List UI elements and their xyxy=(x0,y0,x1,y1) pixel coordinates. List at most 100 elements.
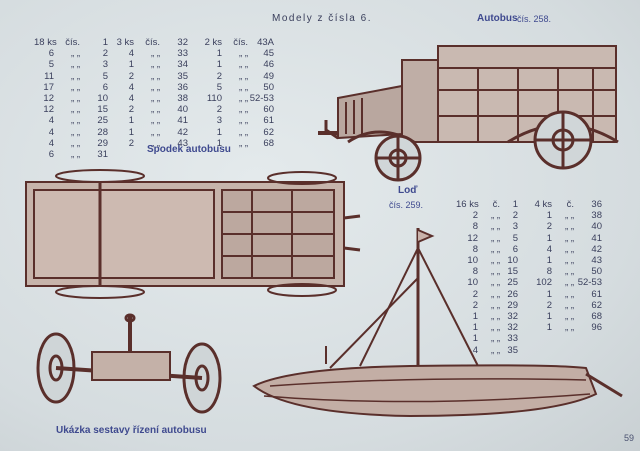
table-cell: 8 xyxy=(546,266,552,278)
table-cell: 36 xyxy=(177,81,188,93)
table-cell: 10 xyxy=(467,255,478,267)
table-cell: 33 xyxy=(507,333,518,345)
ditto-mark: „ „ xyxy=(565,221,574,233)
table-cell: 32 xyxy=(507,322,518,334)
table-cell: 4 ks xyxy=(534,199,552,210)
table-cell: 25 xyxy=(97,115,108,127)
ditto-mark: „ „ xyxy=(491,221,500,233)
ditto-mark: „ „ xyxy=(491,243,500,255)
table-cell: čís. xyxy=(65,37,80,48)
table-cell: 4 xyxy=(472,344,478,356)
table-cell: 46 xyxy=(263,59,274,71)
table-cell: 32 xyxy=(177,37,188,48)
steering-illustration xyxy=(36,313,222,414)
table-cell: 60 xyxy=(263,104,274,116)
table-cell xyxy=(248,149,274,160)
table-cell: 29 xyxy=(507,299,518,311)
ditto-mark: „ „ xyxy=(491,344,500,356)
table-cell: 2 xyxy=(546,221,552,233)
table-cell: 38 xyxy=(591,210,602,222)
table-cell: 25 xyxy=(507,277,518,289)
ditto-mark: „ „ xyxy=(239,70,248,82)
table-cell: 4 xyxy=(48,115,54,127)
bus-illustration xyxy=(318,45,619,182)
ditto-mark: „ „ xyxy=(565,299,574,311)
ditto-mark: „ „ xyxy=(151,81,160,93)
table-cell: 68 xyxy=(591,311,602,323)
table-cell: 4 xyxy=(546,243,552,255)
table-cell: 1 xyxy=(546,311,552,323)
ditto-mark: „ „ xyxy=(565,277,574,289)
table-cell: 52-53 xyxy=(577,277,602,289)
table-cell: 1 xyxy=(128,126,134,138)
ditto-mark: „ „ xyxy=(151,126,160,138)
table-cell: 2 xyxy=(102,48,108,60)
ditto-mark: „ „ xyxy=(491,299,500,311)
table-cell: 8 xyxy=(472,266,478,278)
chassis-illustration xyxy=(25,169,361,299)
ditto-mark: „ „ xyxy=(71,70,80,82)
table-cell: 1 xyxy=(216,126,222,138)
table-cell: 2 xyxy=(216,70,222,82)
table-cell: 1 xyxy=(128,115,134,127)
table-cell: 61 xyxy=(591,288,602,300)
table-cell: 96 xyxy=(591,322,602,334)
table-cell: 10 xyxy=(507,255,518,267)
autobus-number: čís. 258. xyxy=(517,14,552,24)
table-cell: 31 xyxy=(97,149,108,161)
table-cell: 2 xyxy=(472,299,478,311)
table-row: 1„ „33 xyxy=(456,333,602,344)
table-cell: 1 xyxy=(216,137,222,149)
table-cell: 42 xyxy=(591,243,602,255)
table-cell: 6 xyxy=(48,48,54,60)
table-cell: 2 xyxy=(512,210,518,222)
table-cell: 41 xyxy=(591,232,602,244)
ditto-mark: „ „ xyxy=(71,59,80,71)
ditto-mark: „ „ xyxy=(565,243,574,255)
table-cell: 41 xyxy=(177,115,188,127)
ukazka-label: Ukázka sestavy řízení autobusu xyxy=(56,425,207,436)
table-cell: 1 xyxy=(216,59,222,71)
ditto-mark: „ „ xyxy=(71,93,80,105)
table-cell: 1 xyxy=(546,322,552,334)
table-cell: 17 xyxy=(43,81,54,93)
ditto-mark: „ „ xyxy=(151,115,160,127)
table-cell: 33 xyxy=(177,48,188,60)
ditto-mark: „ „ xyxy=(491,322,500,334)
ditto-mark: „ „ xyxy=(239,115,248,127)
ditto-mark: „ „ xyxy=(239,59,248,71)
table-cell: 15 xyxy=(507,266,518,278)
table-cell: 5 xyxy=(216,81,222,93)
ditto-mark: „ „ xyxy=(239,126,248,138)
table-cell: 3 xyxy=(102,59,108,71)
lod-number: čís. 259. xyxy=(389,200,424,210)
table-cell: 50 xyxy=(263,81,274,93)
table-cell: 61 xyxy=(263,115,274,127)
boat-illustration xyxy=(252,228,623,418)
ditto-mark: „ „ xyxy=(565,232,574,244)
table-cell: 35 xyxy=(507,344,518,356)
table-cell: 5 xyxy=(48,59,54,71)
table-cell: 15 xyxy=(97,104,108,116)
table-cell: 43 xyxy=(591,255,602,267)
ditto-mark: „ „ xyxy=(565,210,574,222)
table-cell: 50 xyxy=(591,266,602,278)
table-cell: 38 xyxy=(177,93,188,105)
table-cell: 6 xyxy=(48,149,54,161)
table-cell: 12 xyxy=(43,104,54,116)
ditto-mark: „ „ xyxy=(71,104,80,116)
table-cell: 49 xyxy=(263,70,274,82)
table-cell: 1 xyxy=(546,232,552,244)
table-cell: 2 xyxy=(216,104,222,116)
